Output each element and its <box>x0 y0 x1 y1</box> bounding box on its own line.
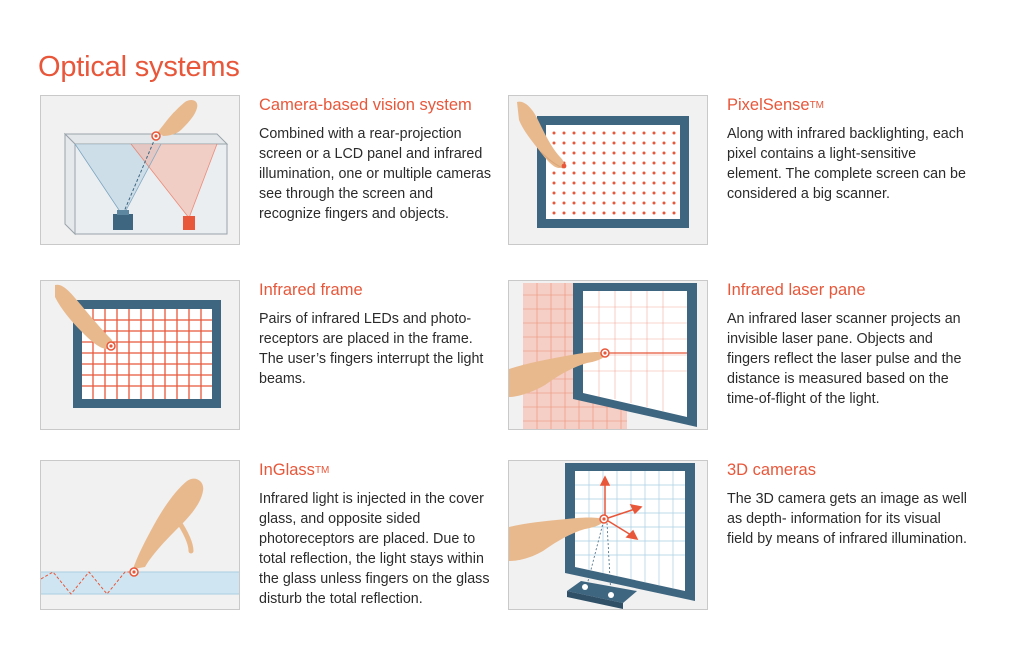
inglass-illustration <box>40 460 240 610</box>
card-camera-based-vision: Camera-based vision system Combined with… <box>40 95 510 275</box>
inglass-diagram <box>41 461 239 609</box>
card-description: Pairs of infrared LEDs and photo-recepto… <box>259 311 484 387</box>
pixelsense-illustration <box>508 95 708 245</box>
3d-cameras-illustration <box>508 460 708 610</box>
card-title: Infrared frame <box>259 281 363 299</box>
infrared-frame-diagram <box>41 281 239 429</box>
camera-vision-diagram <box>41 96 239 244</box>
card-inglass: InGlassTM Infrared light is injected in … <box>40 460 510 640</box>
card-pixelsense: PixelSenseTM Along with infrared backlig… <box>508 95 978 275</box>
infrared-laser-diagram <box>509 281 707 429</box>
card-title: 3D cameras <box>727 461 816 479</box>
card-description: The 3D camera gets an image as well as d… <box>727 491 967 547</box>
card-title: InGlassTM <box>259 461 330 479</box>
card-description: Infrared light is injected in the cover … <box>259 491 490 607</box>
card-infrared-frame: Infrared frame Pairs of infrared LEDs an… <box>40 280 510 460</box>
infrared-frame-illustration <box>40 280 240 430</box>
card-3d-cameras: 3D cameras The 3D camera gets an image a… <box>508 460 978 640</box>
camera-vision-illustration <box>40 95 240 245</box>
infrared-laser-illustration <box>508 280 708 430</box>
card-description: Combined with a rear-projection screen o… <box>259 126 492 222</box>
pixelsense-diagram <box>509 96 707 244</box>
card-title: Infrared laser pane <box>727 281 866 299</box>
card-title: Camera-based vision system <box>259 96 472 114</box>
card-description: Along with infrared backlighting, each p… <box>727 126 966 202</box>
card-title: PixelSenseTM <box>727 96 825 114</box>
3d-cameras-diagram <box>509 461 707 609</box>
page-title: Optical systems <box>38 51 240 84</box>
card-description: An infrared laser scanner projects an in… <box>727 311 962 407</box>
card-infrared-laser-pane: Infrared laser pane An infrared laser sc… <box>508 280 978 460</box>
